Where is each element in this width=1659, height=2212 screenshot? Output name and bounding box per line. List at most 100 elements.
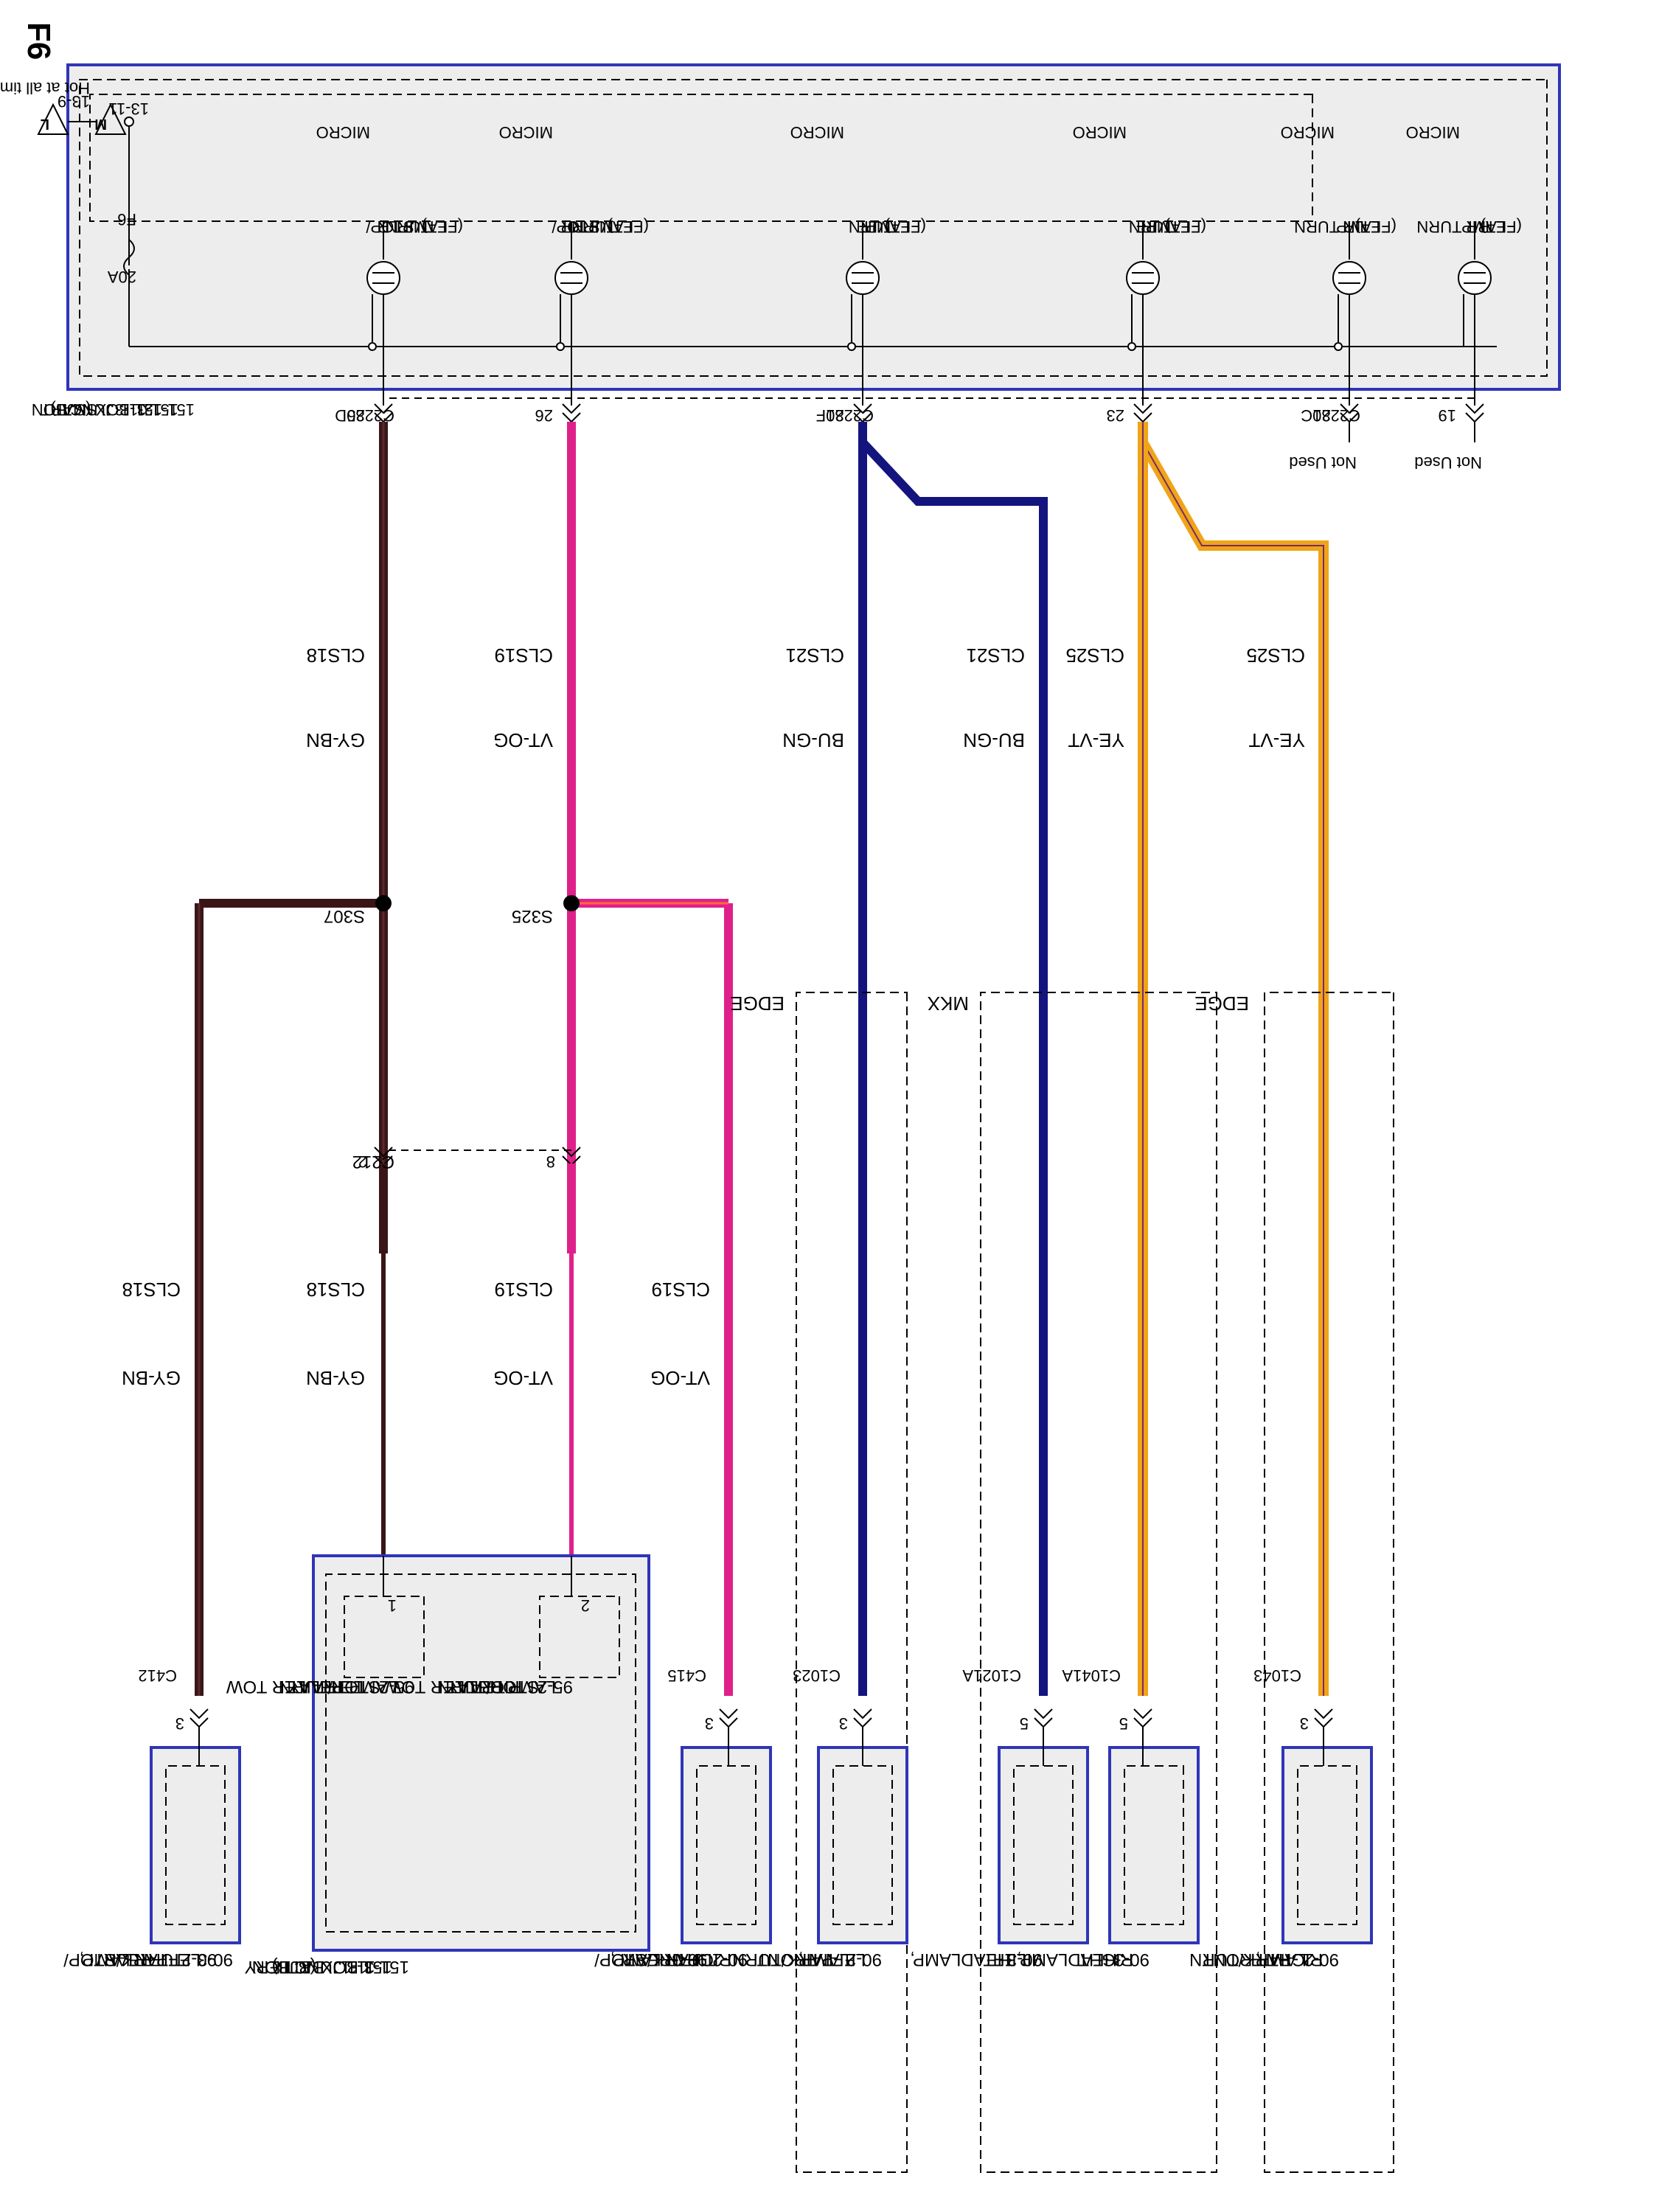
- circuit-label-line: LAMP: [588, 218, 633, 236]
- wire-circuit-label: CLS18: [307, 1279, 366, 1301]
- circuit-control-label: MICRO: [1281, 123, 1335, 142]
- pin-21-c: 21: [1313, 406, 1331, 425]
- circuit-label-line: LAMP: [1146, 218, 1190, 236]
- connector-c212: C212 2 8: [352, 1147, 581, 1253]
- pin-23: 23: [1107, 406, 1124, 425]
- wire-circuit-label: CLS19: [495, 644, 554, 667]
- load-pin: 3: [175, 1714, 184, 1733]
- circuit-control-label: MICRO: [499, 123, 553, 142]
- sjb-name-line-4: 11-3: [115, 400, 146, 419]
- sjb-circuit-rf-turn: MICRO RF TURN LAMP (FET): [1073, 123, 1206, 406]
- wire-color-label: YE-VT: [1068, 729, 1124, 751]
- page-label: F6: [21, 22, 57, 60]
- load-right-rear-park-stop-turn: C415 3 PARK/STOP/ TURN LAMP, RIGHT REAR …: [594, 1666, 772, 1969]
- sjb-name-line-5: 151-1: [121, 400, 162, 419]
- bjb-name-line: 11-1: [341, 1957, 375, 1977]
- load-label-line: HEADLAMP,: [910, 1950, 1010, 1969]
- circuit-label-line: RR TURN: [1416, 218, 1489, 236]
- load-label-line: LEFT: [983, 1950, 1026, 1969]
- c212-label: C212: [352, 1152, 394, 1172]
- load-connector: C415: [667, 1666, 706, 1685]
- circuit-control-label: MICRO: [1073, 123, 1127, 142]
- wire-circuit-label: CLS21: [967, 644, 1026, 667]
- load-label-line: 90-3: [1007, 1950, 1043, 1969]
- wire-color-label: BU-GN: [963, 729, 1025, 751]
- wire-circuit-label: CLS25: [1066, 644, 1125, 667]
- circuit-label-line: LF: [858, 218, 877, 236]
- wire-circuit-label: CLS19: [652, 1279, 711, 1301]
- pin-26: 26: [535, 406, 553, 425]
- relay-left-line: LEFT: [320, 1677, 364, 1697]
- load-left-rear-park-stop-turn: C412 3 PARK/STOP/ TURN LAMP, LEFT REAR 9…: [63, 1666, 241, 1969]
- circuit-label-line: TURN: [571, 218, 616, 236]
- relay-left-line: STOP/TURN: [279, 1677, 380, 1697]
- wire-color-label: VT-OG: [493, 1367, 553, 1389]
- hot-label: Hot at all times: [0, 79, 90, 97]
- sjb-ref-top: 13-9: [58, 92, 90, 111]
- load-connector: C1023: [793, 1666, 841, 1685]
- sjb-name-line-1: SMART: [41, 400, 97, 419]
- load-pin: 3: [705, 1714, 714, 1733]
- load-label-line: PARK/STOP/: [63, 1950, 168, 1969]
- circuit-label-line: RR: [560, 218, 584, 236]
- load-label-line: 90-3: [198, 1950, 233, 1969]
- load-label-line: LEFT REAR: [103, 1950, 201, 1969]
- load-label-line: LEFT FRONT: [757, 1950, 866, 1969]
- wire-circuit-label: CLS18: [307, 644, 366, 667]
- load-label-line: PARK/STOP/: [594, 1950, 699, 1969]
- relay-right-line: LAMP RELAY: [446, 1677, 556, 1697]
- group-boxes: EDGE MKX EDGE: [730, 992, 1394, 2173]
- splice-s325-dot: [563, 895, 580, 911]
- load-headlamp-right: C1041A 5 HEADLAMP, RIGHT 90-3: [1017, 1666, 1200, 1969]
- load-connector: C1021A: [962, 1666, 1021, 1685]
- svg-text:M: M: [94, 116, 107, 132]
- circuit-label-line: (FET): [608, 218, 649, 236]
- relay-right-pin: 2: [581, 1596, 590, 1615]
- circuit-control-label: MICRO: [316, 123, 370, 142]
- sjb-circuit-lr-turn: MICRO LR TURN LAMP (FET): [1281, 123, 1397, 406]
- wire-color-label: VT-OG: [650, 1367, 710, 1389]
- load-label-line: PARK/TURN: [732, 1950, 833, 1969]
- load-label-line: 90-3: [1114, 1950, 1150, 1969]
- circuit-label-line: LR: [378, 218, 398, 236]
- wire-circuit-label: CLS19: [495, 1279, 554, 1301]
- sjb-name-line-2: JUNCTION: [32, 400, 114, 419]
- fuse-amp: 20A: [108, 268, 136, 286]
- bjb-name-line: JUNCTION: [252, 1957, 341, 1977]
- wire-color-label: YE-VT: [1248, 729, 1305, 751]
- circuit-label-line: LAMP: [403, 218, 447, 236]
- bjb-name-line: BATTERY: [245, 1957, 324, 1977]
- circuit-label-line: (FET): [885, 218, 926, 236]
- wire-circuit-label: CLS18: [122, 1279, 181, 1301]
- circuit-label-line: TURN: [1129, 218, 1174, 236]
- load-label-line: RIGHT FRONT: [1202, 1950, 1323, 1969]
- load-label-line: 90-2: [846, 1950, 882, 1969]
- circuit-label-line: (FET): [1355, 218, 1397, 236]
- load-connector: C412: [138, 1666, 177, 1685]
- load-connector: C1043: [1253, 1666, 1301, 1685]
- circuit-label-line: STOP/: [365, 218, 414, 236]
- wire-labels: CLS18 GY-BN CLS19 VT-OG CLS21 BU-GN CLS2…: [122, 644, 1305, 1389]
- relay-right-line: RIGHT: [467, 1677, 522, 1697]
- sjb-ref-bottom: 13-11: [108, 100, 149, 118]
- splices: S307 S325: [324, 895, 580, 926]
- circuit-label-line: (FET): [1165, 218, 1206, 236]
- relay-right-line: 95-2: [538, 1677, 573, 1697]
- svg-text:L: L: [41, 116, 49, 132]
- bjb-name-line: 151-1: [347, 1957, 392, 1977]
- circuit-control-label: MICRO: [790, 123, 844, 142]
- load-label-line: 90-2 90-3: [672, 1950, 748, 1969]
- relay-right-line: STOP/TURN: [437, 1677, 539, 1697]
- circuit-label-line: RF: [1136, 218, 1158, 236]
- sjb-circuits: MICRO LR STOP/ TURN LAMP (FET) MICRO RR: [316, 123, 1522, 406]
- wire-circuit-label: CLS21: [786, 644, 845, 667]
- fuse-name: F6: [117, 210, 136, 229]
- load-right-front-park-turn: C1043 3 PARK/TURN LAMP, RIGHT FRONT 90-2: [1189, 1666, 1373, 1969]
- relay-left-pin: 1: [388, 1596, 397, 1615]
- load-label-line: LAMP,: [799, 1950, 849, 1969]
- load-left-front-park-turn: C1023 3 PARK/TURN LAMP, LEFT FRONT 90-2: [732, 1666, 908, 1969]
- load-label-line: TURN LAMP,: [80, 1950, 184, 1969]
- wire-color-label: VT-OG: [493, 729, 553, 751]
